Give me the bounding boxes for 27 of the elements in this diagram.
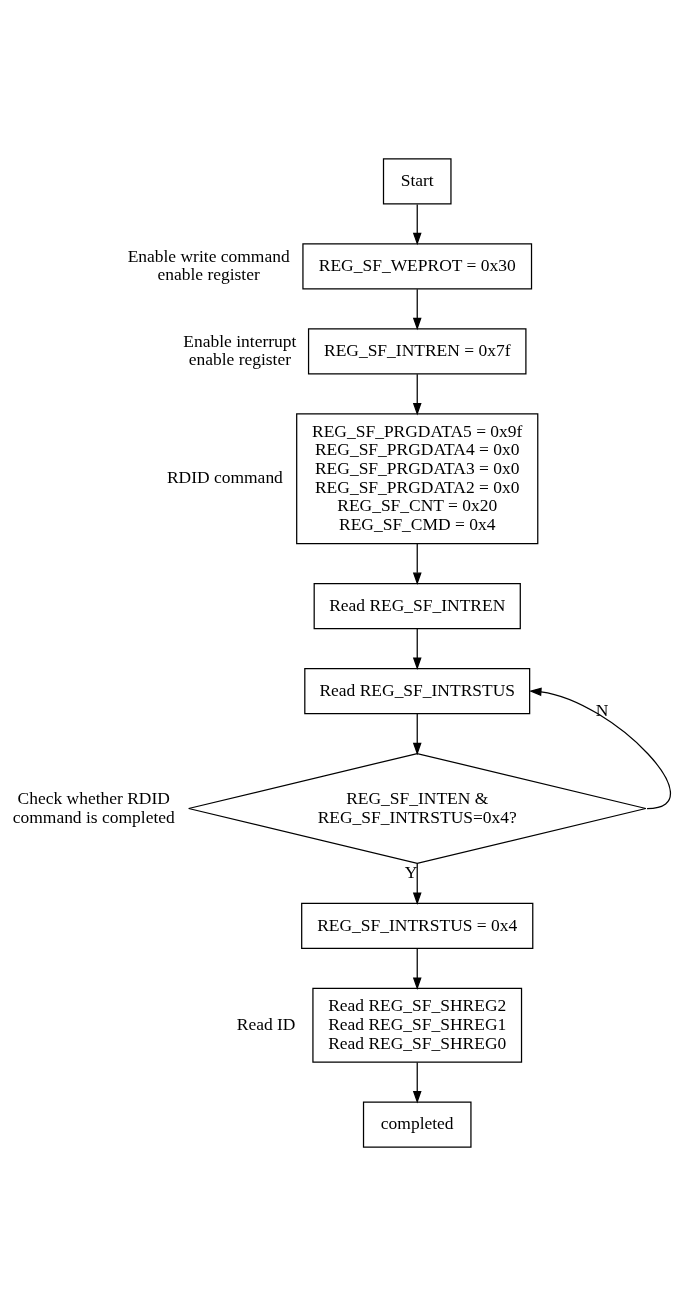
arrow	[412, 712, 422, 755]
node-box: REG_SF_PRGDATA5 = 0x9f REG_SF_PRGDATA4 = 0x0 REG_SF_PRGDATA3 = 0x0 REG_SF_PRGDATA2 = 0x0 REG_SF_CNT = 0x20 REG_SF_CMD = 0x4	[296, 412, 539, 544]
node-box: REG_SF_INTREN = 0x7f	[307, 327, 527, 374]
edge-label: N	[595, 699, 609, 720]
arrow	[412, 203, 422, 245]
node-box: Start	[382, 157, 452, 205]
node-box: REG_SF_WEPROT = 0x30	[302, 242, 533, 290]
arrow	[412, 627, 422, 670]
node-diamond: REG_SF_INTEN & REG_SF_INTRSTUS=0x4?	[188, 752, 647, 864]
edge-label: Y	[404, 861, 418, 882]
node-box: Read REG_SF_INTREN	[313, 582, 521, 629]
node-box: completed	[362, 1100, 472, 1148]
arrow	[412, 862, 422, 905]
arrow	[412, 947, 422, 990]
node-box: Read REG_SF_INTRSTUS	[304, 667, 531, 714]
node-label: Enable interrupt enable register	[183, 330, 297, 369]
node-label: RDID command	[166, 466, 283, 487]
arrow	[412, 542, 422, 585]
node-box: Read REG_SF_SHREG2 Read REG_SF_SHREG1 Read REG_SF_SHREG0	[312, 987, 523, 1063]
arrow	[412, 373, 422, 415]
node-label: Read ID	[236, 1013, 296, 1034]
node-label: Check whether RDID command is completed	[12, 787, 175, 826]
node-box: REG_SF_INTRSTUS = 0x4	[301, 902, 534, 949]
arrow	[529, 686, 671, 809]
arrow	[412, 1061, 422, 1103]
node-label: Enable write command enable register	[127, 245, 290, 284]
arrow	[412, 288, 422, 330]
